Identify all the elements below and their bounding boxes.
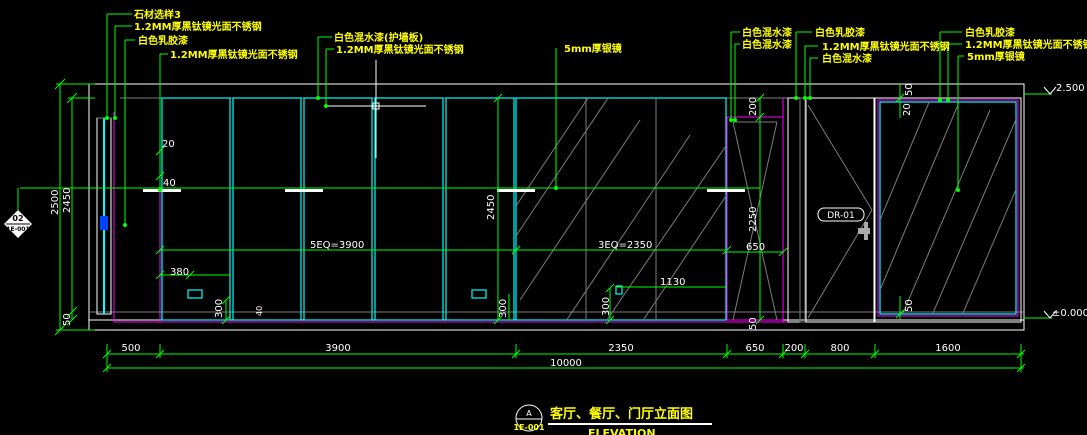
title-block: A 1E-001 客厅、餐厅、门厅立面图 ELEVATION	[513, 404, 712, 435]
dim-40-b: 40	[255, 306, 264, 316]
door-frame	[726, 98, 784, 322]
dim-300-c: 300	[601, 297, 612, 316]
bottom-dim-chain	[102, 344, 1026, 373]
material-callouts: 石材选样3 1.2MM厚黑钛镜光面不锈钢 白色乳胶漆 1.2MM厚黑钛镜光面不锈…	[133, 8, 1087, 65]
crosshair-cursor	[326, 60, 426, 158]
callout-steel-5: 1.2MM厚黑钛镜光面不锈钢	[965, 38, 1087, 51]
eq-dims	[155, 245, 788, 257]
dim-300-b: 300	[498, 299, 509, 318]
wall-panels	[161, 97, 515, 321]
dim-total-10000: 10000	[550, 358, 582, 369]
column-right	[787, 97, 801, 323]
outlet-box-2	[471, 289, 487, 299]
dim-3900: 3900	[325, 343, 350, 354]
dim-2350: 2350	[608, 343, 633, 354]
drawing-subtitle: ELEVATION	[588, 427, 656, 435]
dim-base: 50	[62, 313, 73, 326]
callout-latex-1: 白色乳胶漆	[138, 34, 188, 47]
leader-lines	[106, 13, 964, 225]
section-ref: 1E-001	[6, 226, 29, 233]
callout-steel-2: 1.2MM厚黑钛镜光面不锈钢	[170, 48, 298, 61]
right-vertical-dims	[895, 84, 905, 320]
dim-650: 650	[745, 343, 764, 354]
callout-paint-1: 白色混水漆	[742, 26, 792, 39]
mid-vertical-dims	[493, 93, 727, 325]
level-top: 2.500	[1056, 83, 1085, 94]
leader-dots	[105, 96, 960, 227]
handles	[143, 189, 745, 192]
dim-20-left: 20	[162, 139, 175, 150]
vertical-dim-left	[54, 78, 95, 336]
dim-50-door: 50	[748, 317, 759, 330]
dim-50-top-right: 50	[904, 83, 915, 96]
callout-paint-3: 白色混水漆	[822, 52, 872, 65]
drawing-title: 客厅、餐厅、门厅立面图	[550, 406, 693, 422]
dim-1600: 1600	[935, 343, 960, 354]
dim-200-door: 200	[748, 97, 759, 116]
dim-50-bottom-right: 50	[904, 299, 915, 312]
mirror-wall	[515, 97, 727, 321]
door	[805, 97, 875, 323]
dim-40-left: 40	[163, 178, 176, 189]
title-ref: 1E-001	[513, 423, 544, 432]
callout-stone: 石材选样3	[133, 8, 181, 21]
dim-inner-height: 2450	[62, 188, 73, 213]
column-jamb	[799, 97, 806, 323]
dim-1130: 1130	[660, 277, 685, 288]
door-vertical-dims	[755, 93, 765, 325]
dim-380: 380	[170, 267, 189, 278]
level-markers: 2.500 ±0.000	[1024, 83, 1087, 319]
callout-mirror-1: 5mm厚银镜	[564, 42, 622, 55]
section-num: 02	[12, 214, 23, 223]
dim-2250-door: 2250	[748, 207, 759, 232]
callout-steel-3: 1.2MM厚黑钛镜光面不锈钢	[336, 43, 464, 56]
dim-200: 200	[784, 343, 803, 354]
dim-650-inner: 650	[746, 242, 765, 253]
callout-latex-3: 白色乳胶漆	[965, 26, 1015, 39]
mirror-panel-right	[874, 97, 1022, 323]
callout-mirror-2: 5mm厚银镜	[967, 50, 1025, 63]
callout-steel-1: 1.2MM厚黑钛镜光面不锈钢	[134, 20, 262, 33]
title-num: A	[526, 409, 532, 418]
callout-steel-4: 1.2MM厚黑钛镜光面不锈钢	[822, 40, 950, 53]
outlet-box-1	[187, 289, 203, 299]
section-tag: 02 1E-001	[4, 188, 32, 238]
dim-2450-mid: 2450	[486, 195, 497, 220]
callout-wainscot: 白色混水漆(护墙板)	[334, 31, 423, 44]
dim-300-a: 300	[214, 299, 225, 318]
dim-5eq-3900: 5EQ=3900	[310, 240, 364, 251]
svg-text:DR-01: DR-01	[827, 211, 855, 221]
door-tag: DR-01	[817, 207, 865, 222]
dim-20-right: 20	[902, 103, 913, 116]
callout-paint-2: 白色混水漆	[742, 38, 792, 51]
outlet-box-3	[615, 285, 623, 295]
bottom-dim-values: 500 3900 2350 650 200 800 1600 10000	[121, 343, 960, 369]
panel-small-dims	[155, 140, 231, 325]
callout-latex-2: 白色乳胶漆	[815, 26, 865, 39]
dim-500: 500	[121, 343, 140, 354]
dim-overall-height: 2500	[50, 190, 61, 215]
dim-800: 800	[830, 343, 849, 354]
level-bottom: ±0.000	[1052, 308, 1087, 319]
dim-3eq-2350: 3EQ=2350	[598, 240, 652, 251]
stone-column	[96, 112, 115, 322]
